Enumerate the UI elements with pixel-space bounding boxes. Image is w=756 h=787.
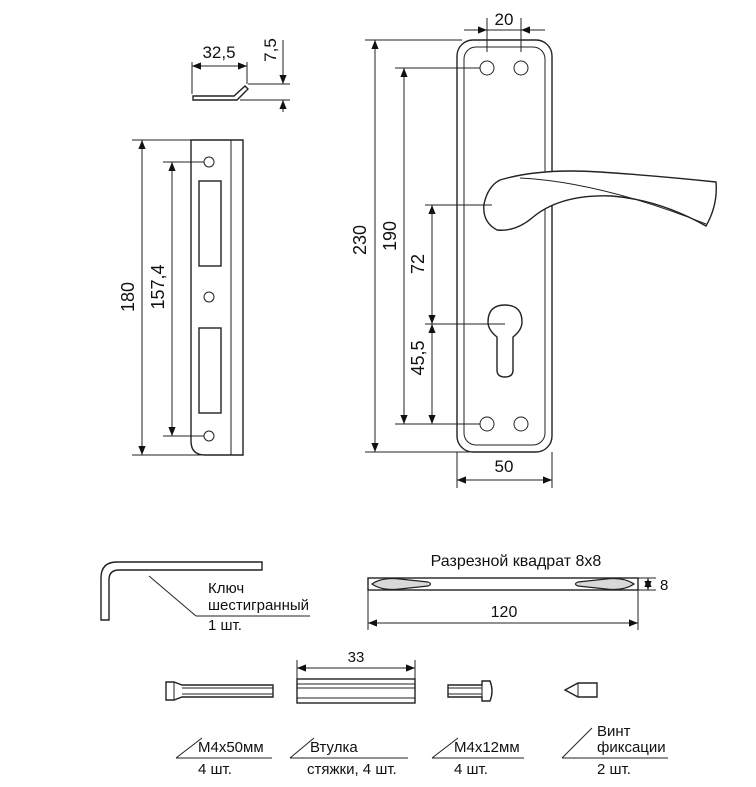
strike-plate: 180 157,4 bbox=[118, 139, 244, 456]
strike-spacing-value: 157,4 bbox=[148, 264, 168, 309]
sleeve-shape bbox=[296, 678, 416, 704]
screw-m4x50-label: М4х50мм bbox=[198, 739, 264, 756]
lever-handle bbox=[483, 170, 717, 231]
strike-slot-top bbox=[198, 180, 222, 267]
square-thickness-value: 8 bbox=[660, 577, 668, 594]
screw-m4x50-shape bbox=[165, 681, 274, 701]
hex-key-label-1: Ключ bbox=[208, 580, 244, 597]
square-spring-left bbox=[370, 577, 432, 591]
plate-width-value: 50 bbox=[495, 457, 514, 476]
plate-hole-top-right bbox=[513, 60, 529, 76]
screw-m4x12: М4х12мм 4 шт. bbox=[431, 680, 524, 778]
hex-key-quantity: 1 шт. bbox=[208, 617, 242, 634]
hex-key-shape bbox=[100, 561, 263, 621]
square-spring-right bbox=[574, 577, 636, 591]
screw-m4x50: М4х50мм 4 шт. bbox=[165, 681, 274, 778]
screw-m4x12-leader bbox=[431, 737, 459, 759]
split-square: Разрезной квадрат 8х8 8 120 bbox=[367, 553, 668, 630]
hex-key: Ключ шестигранный 1 шт. bbox=[100, 561, 310, 634]
set-screw-leader bbox=[561, 727, 593, 759]
sleeve-leader bbox=[289, 737, 315, 759]
sleeve: 33 Втулка стяжки, 4 шт. bbox=[289, 649, 416, 778]
hex-key-leader bbox=[148, 575, 197, 617]
plate-hole-bottom-right bbox=[513, 416, 529, 432]
square-bar bbox=[367, 577, 639, 591]
screw-m4x50-quantity: 4 шт. bbox=[198, 761, 232, 778]
square-title: Разрезной квадрат 8х8 bbox=[431, 553, 602, 570]
strike-length-value: 180 bbox=[118, 282, 138, 312]
set-screw-label-1: Винт bbox=[597, 723, 631, 740]
screw-m4x12-quantity: 4 шт. bbox=[454, 761, 488, 778]
lever-handle-crease bbox=[519, 177, 707, 225]
tongue-length-value: 32,5 bbox=[202, 43, 235, 62]
plate-inner-edge bbox=[463, 46, 546, 446]
cylinder-offset-value: 45,5 bbox=[408, 340, 428, 375]
latch-tongue: 32,5 7,5 bbox=[191, 38, 290, 112]
set-screw: Винт фиксации 2 шт. bbox=[561, 682, 668, 778]
plate-outline bbox=[456, 39, 553, 453]
sleeve-length-value: 33 bbox=[348, 649, 365, 666]
screw-m4x12-shape bbox=[447, 680, 493, 702]
screw-m4x50-leader bbox=[175, 737, 203, 759]
strike-slot-bottom bbox=[198, 327, 222, 414]
sleeve-label-2: стяжки, 4 шт. bbox=[307, 761, 397, 778]
handle-plate: 230 190 72 45,5 20 50 bbox=[350, 10, 717, 488]
plate-hole-spacing-value: 190 bbox=[380, 221, 400, 251]
plate-length-value: 230 bbox=[350, 225, 370, 255]
tongue-height-value: 7,5 bbox=[261, 38, 280, 62]
hex-key-label-2: шестигранный bbox=[208, 597, 309, 614]
strike-hole-middle bbox=[203, 291, 215, 303]
set-screw-shape bbox=[563, 682, 598, 698]
cylinder-hole bbox=[487, 304, 523, 378]
square-length-value: 120 bbox=[491, 604, 518, 621]
handle-cylinder-value: 72 bbox=[408, 254, 428, 274]
sleeve-label-1: Втулка bbox=[310, 739, 358, 756]
plate-top-width-value: 20 bbox=[495, 10, 514, 29]
screw-m4x12-label: М4х12мм bbox=[454, 739, 520, 756]
tongue-shape bbox=[192, 85, 249, 101]
set-screw-label-2: фиксации bbox=[597, 739, 666, 756]
set-screw-quantity: 2 шт. bbox=[597, 761, 631, 778]
